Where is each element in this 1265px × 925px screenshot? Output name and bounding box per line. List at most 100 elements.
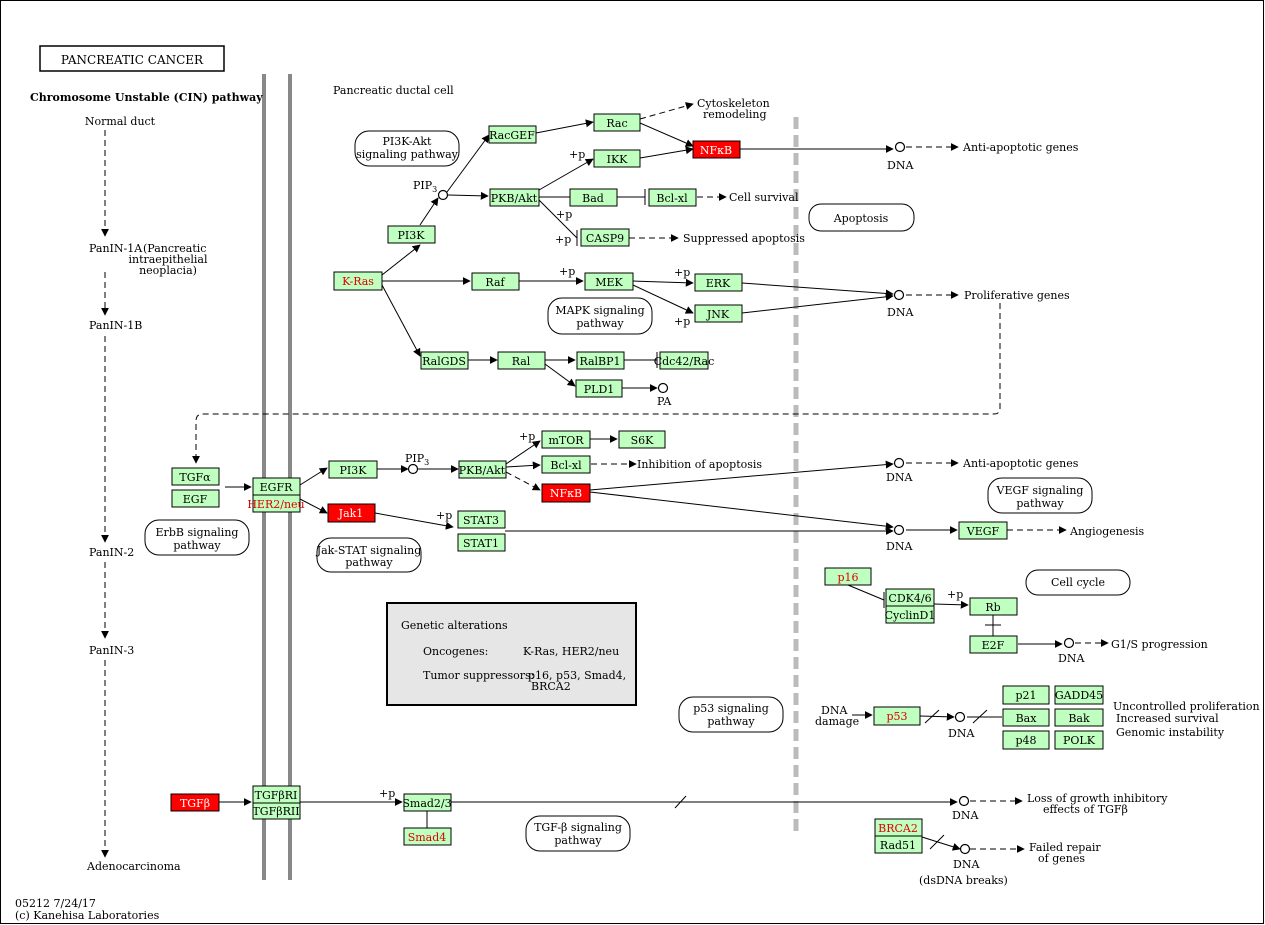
svg-text:p53 signaling: p53 signaling — [693, 702, 769, 715]
phospho-label: +p — [556, 208, 572, 221]
gene-cdc42-rac[interactable]: Cdc42/Rac — [654, 351, 715, 370]
failed-repair-label: of genes — [1038, 852, 1085, 865]
dna-label: DNA — [887, 306, 914, 319]
proliferative-label: Proliferative genes — [964, 289, 1070, 302]
gene-cyclind1[interactable]: CyclinD1 — [885, 605, 936, 624]
cin-heading: Chromosome Unstable (CIN) pathway — [30, 91, 263, 104]
gene-stat3[interactable]: STAT3 — [457, 510, 506, 529]
svg-text:Jak1: Jak1 — [338, 507, 364, 520]
gene-nfkb-2[interactable]: NFκB — [541, 483, 591, 503]
svg-text:CASP9: CASP9 — [586, 232, 624, 245]
dsdna-label: (dsDNA breaks) — [919, 874, 1008, 887]
gene-tgfa[interactable]: TGFα — [171, 467, 220, 486]
gene-rad51[interactable]: Rad51 — [874, 835, 923, 854]
stage-panin-1a: PanIN-1A — [89, 242, 143, 255]
gene-mtor[interactable]: mTOR — [541, 430, 591, 449]
gene-e2f[interactable]: E2F — [969, 635, 1018, 654]
gene-mek[interactable]: MEK — [584, 272, 634, 291]
gene-her2[interactable]: HER2/neu — [247, 494, 305, 513]
gene-casp9[interactable]: CASP9 — [580, 228, 630, 247]
svg-text:GADD45: GADD45 — [1055, 689, 1103, 702]
gene-egfr[interactable]: EGFR — [252, 477, 301, 496]
gene-p16[interactable]: p16 — [824, 567, 872, 586]
svg-text:Bax: Bax — [1016, 712, 1038, 725]
gene-nfkb[interactable]: NFκB — [692, 140, 741, 159]
pathway-mapk[interactable]: MAPK signaling pathway — [547, 297, 653, 335]
svg-text:signaling pathway: signaling pathway — [356, 148, 459, 161]
gene-jak1[interactable]: Jak1 — [327, 503, 376, 523]
gene-erk[interactable]: ERK — [694, 273, 743, 292]
gene-rac[interactable]: Rac — [593, 113, 641, 132]
gene-p53[interactable]: p53 — [873, 706, 921, 726]
gene-bclxl[interactable]: Bcl-xl — [648, 188, 697, 207]
gene-rb[interactable]: Rb — [969, 597, 1018, 616]
gene-tgfbri[interactable]: TGFβRI — [252, 785, 301, 804]
svg-text:TGFβRII: TGFβRII — [252, 805, 299, 818]
gene-polk[interactable]: POLK — [1054, 730, 1104, 750]
gene-bak[interactable]: Bak — [1054, 708, 1104, 727]
gene-pkb-akt[interactable]: PKB/Akt — [489, 188, 540, 207]
gene-smad23[interactable]: Smad2/3 — [402, 793, 452, 812]
gene-bad[interactable]: Bad — [569, 188, 618, 207]
pathway-tgfb[interactable]: TGF-β signaling pathway — [525, 815, 631, 852]
svg-text:S6K: S6K — [631, 434, 655, 447]
gene-pi3k-2[interactable]: PI3K — [328, 460, 378, 479]
pathway-vegf[interactable]: VEGF signaling pathway — [987, 477, 1093, 514]
pathway-p53[interactable]: p53 signaling pathway — [678, 696, 784, 733]
gene-pi3k[interactable]: PI3K — [387, 225, 436, 244]
gene-tgfb[interactable]: TGFβ — [170, 793, 220, 812]
gene-tgfbrii[interactable]: TGFβRII — [252, 802, 301, 820]
cytoskeleton-label: remodeling — [703, 108, 767, 121]
svg-text:Cdc42/Rac: Cdc42/Rac — [654, 355, 715, 368]
gene-p48[interactable]: p48 — [1002, 730, 1050, 750]
gene-stat1[interactable]: STAT1 — [457, 533, 506, 552]
gene-raf[interactable]: Raf — [471, 272, 520, 291]
g1s-label: G1/S progression — [1111, 638, 1208, 651]
gene-ralbp1[interactable]: RalBP1 — [576, 351, 625, 370]
dna-label: DNA — [887, 159, 914, 172]
gene-pld1[interactable]: PLD1 — [575, 379, 623, 398]
outcome-label: Uncontrolled proliferation — [1113, 700, 1260, 713]
gene-gadd45[interactable]: GADD45 — [1054, 685, 1104, 705]
pathway-jak-stat[interactable]: Jak-STAT signaling pathway — [316, 537, 422, 573]
svg-text:TGFα: TGFα — [179, 471, 211, 484]
pathway-pi3k-akt[interactable]: PI3K-Akt signaling pathway — [354, 130, 460, 167]
gene-egf[interactable]: EGF — [171, 489, 220, 508]
pathway-apoptosis[interactable]: Apoptosis — [808, 203, 915, 232]
stage-panin-3: PanIN-3 — [89, 644, 134, 657]
gene-racgef[interactable]: RacGEF — [488, 125, 537, 144]
pathway-erbb[interactable]: ErbB signaling pathway — [144, 519, 250, 556]
gene-pkb-akt-2[interactable]: PKB/Akt — [458, 460, 507, 479]
gene-ikk[interactable]: IKK — [593, 149, 641, 168]
gene-brca2[interactable]: BRCA2 — [874, 818, 923, 837]
gene-jnk[interactable]: JNK — [694, 304, 743, 323]
anti-apoptotic-label: Anti-apoptotic genes — [962, 457, 1079, 470]
svg-text:RacGEF: RacGEF — [489, 129, 535, 142]
gene-p21[interactable]: p21 — [1002, 685, 1050, 705]
gene-cdk46[interactable]: CDK4/6 — [885, 588, 935, 607]
svg-text:pathway: pathway — [707, 715, 755, 728]
gene-kras[interactable]: K-Ras — [333, 271, 383, 291]
cell-label: Pancreatic ductal cell — [333, 84, 454, 97]
svg-text:Apoptosis: Apoptosis — [833, 212, 889, 225]
legend-suppressors-label: Tumor suppressors: — [423, 669, 534, 682]
stage-panin-2: PanIN-2 — [89, 546, 134, 559]
stage-normal-duct: Normal duct — [85, 115, 156, 128]
gene-s6k[interactable]: S6K — [618, 430, 666, 449]
gene-vegf[interactable]: VEGF — [958, 521, 1008, 540]
gene-bclxl-2[interactable]: Bcl-xl — [541, 455, 591, 474]
pathway-cell-cycle[interactable]: Cell cycle — [1025, 569, 1131, 596]
gene-ralgds[interactable]: RalGDS — [420, 351, 469, 370]
svg-text:Bcl-xl: Bcl-xl — [550, 459, 582, 472]
pip3-label: PIP3 — [413, 179, 437, 194]
inhibition-apoptosis-label: Inhibition of apoptosis — [637, 458, 762, 471]
svg-text:PLD1: PLD1 — [584, 383, 615, 396]
gene-ral[interactable]: Ral — [497, 351, 546, 370]
svg-text:p16: p16 — [837, 571, 858, 584]
legend-title: Genetic alterations — [401, 619, 508, 632]
svg-text:Bcl-xl: Bcl-xl — [656, 192, 688, 205]
gene-bax[interactable]: Bax — [1002, 708, 1050, 727]
phospho-label: +p — [569, 148, 585, 161]
svg-text:pathway: pathway — [554, 834, 602, 847]
gene-smad4[interactable]: Smad4 — [403, 827, 452, 846]
